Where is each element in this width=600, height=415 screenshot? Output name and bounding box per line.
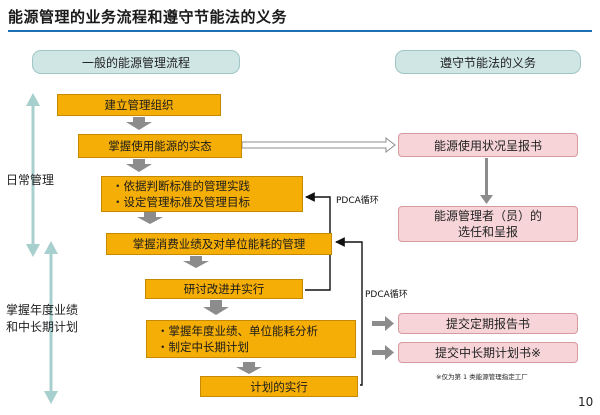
title-underline <box>8 30 592 32</box>
manager-line2: 选任和呈报 <box>457 225 518 239</box>
to-periodic-report-arrow <box>372 316 394 331</box>
step-annual-analysis: ・掌握年度业绩、单位能耗分析 ・制定中长期计划 <box>146 320 356 358</box>
pdca-label-lower: PDCA循环 <box>365 290 408 300</box>
label-annual-line2: 和中长期计划 <box>6 320 79 334</box>
header-law-obligations: 遵守节能法的义务 <box>395 50 581 74</box>
to-midlong-plan-arrow <box>372 345 394 360</box>
step-plan-execution: 计划的实行 <box>200 376 358 397</box>
label-daily-management: 日常管理 <box>6 173 55 187</box>
step6-line1: ・掌握年度业绩、单位能耗分析 <box>157 324 318 338</box>
usage-report-arrow <box>241 136 396 154</box>
footnote: ※仅为第 1 类能源管理指定工厂 <box>436 373 528 381</box>
daily-range-arrow <box>26 93 40 257</box>
page-number: 10 <box>578 395 594 409</box>
step5-to-step6-arrow <box>203 300 229 315</box>
step2-to-step3-arrow <box>126 159 152 172</box>
step3-to-step4-arrow <box>137 212 163 224</box>
pdca-loop-lower <box>335 237 363 386</box>
step3-line1: ・依据判断标准的管理实践 <box>112 179 250 193</box>
obligation-usage-report: 能源使用状况呈报书 <box>398 133 578 157</box>
manager-line1: 能源管理者（员）的 <box>433 209 542 223</box>
obligation-midlong-plan: 提交中长期计划书※ <box>398 342 578 363</box>
header-general-flow: 一般的能源管理流程 <box>32 50 240 74</box>
pdca-label-upper: PDCA循环 <box>336 196 379 206</box>
step-improve-and-implement: 研讨改进并实行 <box>145 279 303 299</box>
step6-line2: ・制定中长期计划 <box>157 340 249 354</box>
step-establish-organization: 建立管理组织 <box>57 94 221 116</box>
step1-to-step2-arrow <box>126 117 152 130</box>
step-grasp-energy-use: 掌握使用能源的实态 <box>78 134 242 158</box>
obligation-periodic-report: 提交定期报告书 <box>398 313 578 334</box>
step-consumption-management: 掌握消费业绩及对单位能耗的管理 <box>106 233 332 255</box>
step3-line2: ・设定管理标准及管理目标 <box>112 195 250 209</box>
label-annual-line1: 掌握年度业绩 <box>6 303 79 317</box>
obligation-manager-appointment: 能源管理者（员）的 选任和呈报 <box>398 206 578 242</box>
annual-range-arrow <box>44 241 58 404</box>
step-management-standards: ・依据判断标准的管理实践 ・设定管理标准及管理目标 <box>101 176 303 212</box>
page-title: 能源管理的业务流程和遵守节能法的义务 <box>8 8 288 26</box>
step4-to-step5-arrow <box>183 256 209 268</box>
step6-to-step7-arrow <box>236 362 262 374</box>
report-to-manager-arrow <box>480 158 493 204</box>
